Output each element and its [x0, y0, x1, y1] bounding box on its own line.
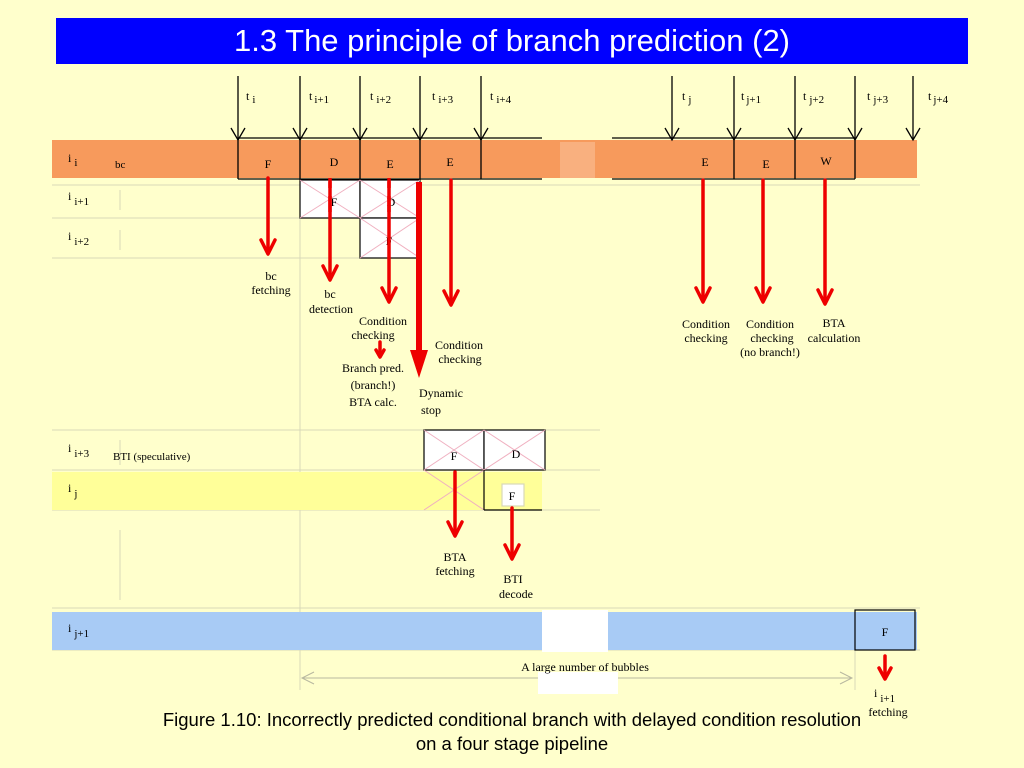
pipeline-row-ii1-ii2	[299, 179, 421, 259]
stage-ij-1: F	[509, 489, 516, 503]
stage-ii-1: F	[265, 157, 272, 171]
stage-ii-6: E	[762, 157, 769, 171]
row-note-bti: BTI (speculative)	[113, 451, 191, 463]
slide-title: 1.3 The principle of branch prediction (…	[56, 18, 968, 64]
red-arrows	[259, 176, 893, 681]
stage-ii3-1: F	[451, 449, 458, 463]
caption-line-2: on a four stage pipeline	[415, 733, 609, 754]
band-gap	[542, 610, 608, 652]
pipeline-row-ii	[237, 137, 856, 180]
stage-ii1-1: F	[331, 195, 338, 209]
row-band-ij	[52, 472, 542, 510]
stage-ii3-2: D	[512, 447, 521, 461]
row-note-bc: bc	[115, 159, 126, 171]
bubbles-label-bg	[538, 672, 618, 694]
row-band-ii	[52, 140, 917, 178]
stage-ii-2: D	[330, 155, 339, 169]
annotation-bubbles: A large number of bubbles	[521, 660, 649, 674]
stage-ii-7: W	[820, 154, 832, 168]
stage-ii-5: E	[701, 155, 708, 169]
stage-ii-3: E	[386, 157, 393, 171]
stage-ii-4: E	[446, 155, 453, 169]
time-arrows	[230, 76, 921, 142]
band-gap	[560, 142, 595, 178]
row-band-ij1	[52, 612, 917, 650]
caption-line-1: Figure 1.10: Incorrectly predicted condi…	[162, 709, 862, 730]
stage-ij1-1: F	[882, 625, 889, 639]
annotation-branch-pred: Branch pred.(branch!)BTA calc.	[342, 361, 404, 409]
pipeline-row-ii3	[423, 429, 546, 511]
stage-ii1-2: D	[387, 195, 396, 209]
pipeline-row-ij1	[854, 609, 916, 651]
annotation-next-fetching: fetching	[868, 705, 907, 719]
figure-caption: Figure 1.10: Incorrectly predicted condi…	[40, 708, 984, 756]
dashed-markers	[328, 178, 391, 212]
dynamic-stop-arrow	[410, 182, 428, 378]
